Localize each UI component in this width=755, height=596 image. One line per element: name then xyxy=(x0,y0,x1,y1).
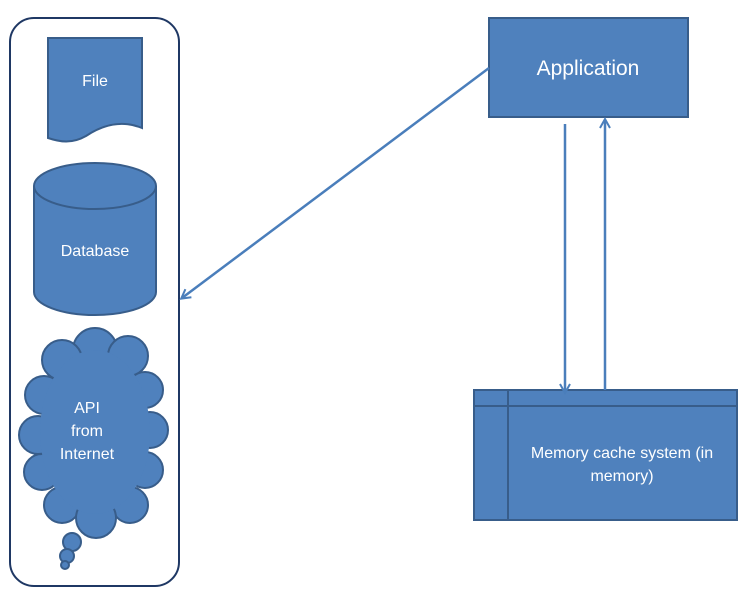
file-label: File xyxy=(82,73,108,90)
api-cloud-core xyxy=(40,350,150,514)
file-shape xyxy=(47,37,143,143)
application-label: Application xyxy=(537,57,640,80)
file-node: File xyxy=(47,37,143,143)
api-thought-bubbles xyxy=(59,532,82,570)
api-label-line-2: from xyxy=(71,423,103,440)
database-label: Database xyxy=(61,243,130,260)
application-node: Application xyxy=(488,17,689,118)
api-node: API from Internet xyxy=(18,327,169,570)
cache-node: Memory cache system (in memory) xyxy=(473,389,738,521)
application-box xyxy=(488,17,689,118)
database-node: Database xyxy=(33,162,157,316)
cache-label-line-1: Memory cache system (in xyxy=(531,445,713,462)
arrow-application-to-sources xyxy=(182,66,490,298)
database-cylinder-body xyxy=(33,162,157,316)
api-label-line-3: Internet xyxy=(60,446,115,463)
cache-label-line-2: memory) xyxy=(590,468,653,485)
api-label-line-1: API xyxy=(74,400,100,417)
database-cylinder-top-rim xyxy=(33,185,157,210)
